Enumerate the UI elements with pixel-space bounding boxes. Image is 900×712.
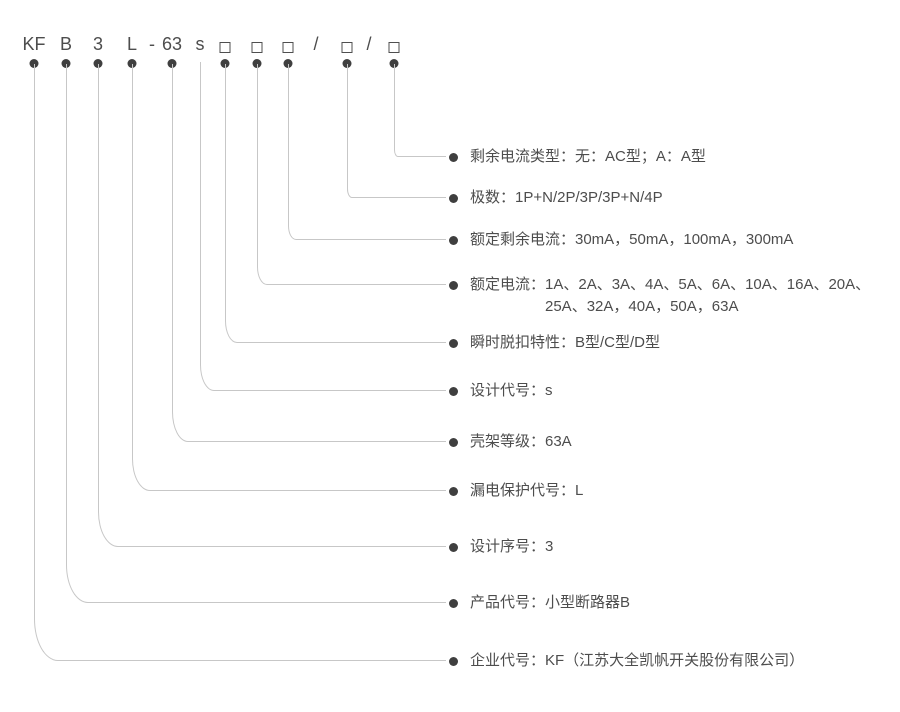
label-frame-rating: 壳架等级：63A [449,431,572,453]
placeholder-square-icon [251,42,263,53]
connector-dot [342,59,352,68]
label-bullet-icon [449,486,458,496]
connector-dot [389,59,399,68]
label-bullet-icon [449,598,458,608]
label-bullet-icon [449,437,458,447]
connector-line [347,64,446,198]
connector-line [172,64,446,442]
connector-line [98,64,446,547]
label-bullet-icon [449,338,458,348]
label-bullet-icon [449,235,458,245]
placeholder-square-icon [219,42,231,53]
connector-dot [283,59,293,68]
connector-dot [252,59,262,68]
label-company-code: 企业代号：KF（江苏大全凯帆开关股份有限公司） [449,650,804,672]
label-leakage-protection-code: 漏电保护代号：L [449,480,583,502]
connector-line [34,64,446,661]
label-bullet-icon [449,656,458,666]
label-bullet-icon [449,193,458,203]
connector-line [200,62,446,391]
label-design-serial: 设计序号：3 [449,536,553,558]
code-separator-dash: - [149,34,155,54]
code-symbol-3: 3 [92,34,104,54]
code-symbol-kf: KF [22,34,46,54]
connector-dot [220,59,230,68]
connector-line [394,64,446,157]
connector-dot [29,59,39,68]
label-product-code: 产品代号：小型断路器B [449,592,630,614]
connector-line [257,64,446,285]
connector-line [132,64,446,491]
label-poles: 极数：1P+N/2P/3P/3P+N/4P [449,187,663,209]
label-instantaneous-tripping: 瞬时脱扣特性：B型/C型/D型 [449,332,660,354]
label-design-code: 设计代号：s [449,380,553,402]
connector-line [66,64,446,603]
placeholder-square-icon [282,42,294,53]
code-symbol-b: B [59,34,73,54]
label-bullet-icon [449,280,458,290]
label-bullet-icon [449,152,458,162]
label-rated-current: 额定电流：1A、2A、3A、4A、5A、6A、10A、16A、20A、 25A、… [449,274,870,318]
code-separator-slash: / [313,34,319,54]
code-symbol-l: L [126,34,138,54]
connector-line [288,64,446,240]
connector-line [225,64,446,343]
placeholder-square-icon [388,42,400,53]
connector-dot [93,59,103,68]
connector-dot [61,59,71,68]
code-separator-slash: / [366,34,372,54]
label-bullet-icon [449,542,458,552]
label-rated-residual-current: 额定剩余电流：30mA，50mA，100mA，300mA [449,229,793,251]
code-symbol-63: 63 [161,34,183,54]
label-residual-current-type: 剩余电流类型：无：AC型；A：A型 [449,146,706,168]
placeholder-square-icon [341,42,353,53]
code-symbol-s: s [195,34,205,54]
connector-dot [167,59,177,68]
connector-dot [127,59,137,68]
label-bullet-icon [449,386,458,396]
